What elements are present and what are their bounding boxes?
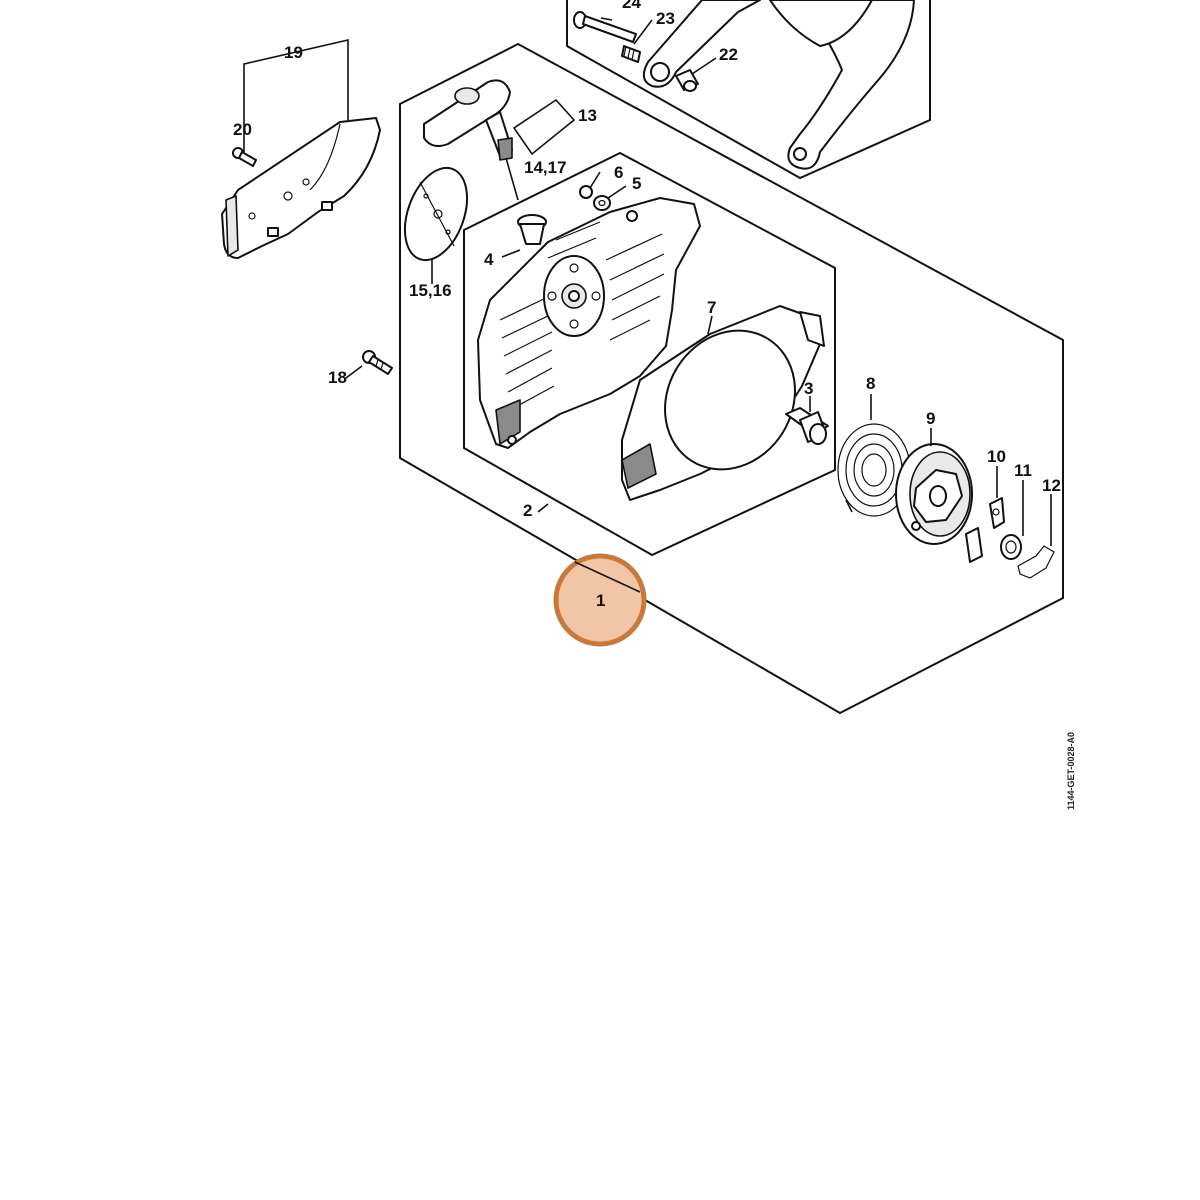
callout-20[interactable]: 20 [233,120,252,139]
callout-6[interactable]: 6 [614,163,623,182]
screw-18 [362,350,393,375]
callout-2[interactable]: 2 [523,501,532,520]
frame-handle-assembly [566,0,931,180]
callout-5[interactable]: 5 [632,174,641,193]
cover-7 [621,305,825,501]
starter-grip-13 [423,79,519,201]
screw-6 [579,185,593,199]
handle-part [642,0,915,170]
rope-rotor-9 [895,443,973,545]
disc-15-16 [403,166,469,262]
callout-14-17[interactable]: 14,17 [524,158,567,177]
callout-4[interactable]: 4 [484,250,494,269]
callout-13[interactable]: 13 [578,106,597,125]
screw-20 [232,147,257,167]
spring-clip-12 [1017,545,1055,579]
callout-12[interactable]: 12 [1042,476,1061,495]
callout-19[interactable]: 19 [284,43,303,62]
washer-11 [1000,534,1022,560]
callout-9[interactable]: 9 [926,409,935,428]
screw-24 [573,11,637,43]
drawing-code: 1144-GET-0028-A0 [1066,732,1076,810]
callout-15-16[interactable]: 15,16 [409,281,452,300]
callout-11[interactable]: 11 [1014,461,1032,480]
callout-22[interactable]: 22 [719,45,738,64]
callout-23[interactable]: 23 [656,9,675,28]
spring-23 [621,45,641,63]
sleeve-3 [785,407,829,445]
fan-housing-2 [477,197,701,449]
callout-3[interactable]: 3 [804,379,813,398]
pawl-10 [965,497,1005,563]
callout-18[interactable]: 18 [328,368,347,387]
callout-24[interactable]: 24 [622,0,641,12]
frame-fan-housing [463,151,836,557]
cover-plate-19 [221,117,381,259]
highlight-marker[interactable] [553,553,647,647]
callout-8[interactable]: 8 [866,374,875,393]
callout-1[interactable]: 1 [596,591,605,610]
callout-7[interactable]: 7 [707,298,716,317]
grommet-4 [517,214,547,245]
washer-5 [593,195,611,211]
callout-10[interactable]: 10 [987,447,1006,466]
sleeve-22 [675,69,699,92]
frame-starter-assembly [399,42,1064,715]
leader-line-1 [574,561,641,593]
